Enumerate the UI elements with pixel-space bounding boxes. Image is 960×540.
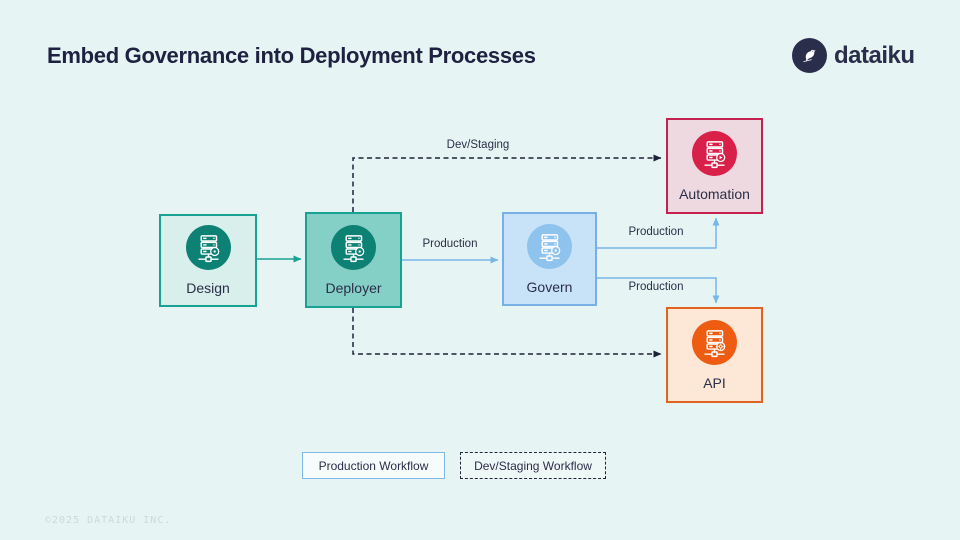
node-api: API <box>666 307 763 403</box>
legend-label: Dev/Staging Workflow <box>474 458 592 473</box>
dataiku-logo: dataiku <box>792 38 915 73</box>
server-stack-gear-icon <box>692 319 737 365</box>
server-stack-icon <box>331 224 376 270</box>
node-deployer: Deployer <box>305 212 402 308</box>
dataiku-bird-icon <box>792 38 827 73</box>
edge-label-production-govern-automation: Production <box>628 226 684 238</box>
edge-deployer-to-api-dashed <box>352 308 662 358</box>
legend-production-workflow: Production Workflow <box>302 452 445 479</box>
node-label-automation: Automation <box>679 185 750 202</box>
node-label-deployer: Deployer <box>325 279 382 296</box>
copyright-text: ©2025 DATAIKU INC. <box>45 515 172 526</box>
server-stack-play-icon <box>692 130 737 176</box>
legend-label: Production Workflow <box>318 458 429 473</box>
server-stack-icon <box>185 225 231 270</box>
node-label-api: API <box>703 374 726 391</box>
node-govern: Govern <box>502 212 597 306</box>
node-label-design: Design <box>186 280 230 296</box>
legend-dev-staging-workflow: Dev/Staging Workflow <box>460 452 606 479</box>
node-design: Design <box>159 214 257 307</box>
edge-label-production-govern-api: Production <box>628 281 684 293</box>
edge-label-production-deployer-govern: Production <box>422 238 478 250</box>
edge-label-dev-staging: Dev/Staging <box>446 139 510 151</box>
edge-deployer-to-automation-dashed <box>352 154 662 212</box>
server-stack-icon <box>527 223 572 269</box>
dataiku-wordmark: dataiku <box>834 41 915 69</box>
node-automation: Automation <box>666 118 763 214</box>
node-label-govern: Govern <box>526 278 573 295</box>
page-title: Embed Governance into Deployment Process… <box>47 43 536 68</box>
